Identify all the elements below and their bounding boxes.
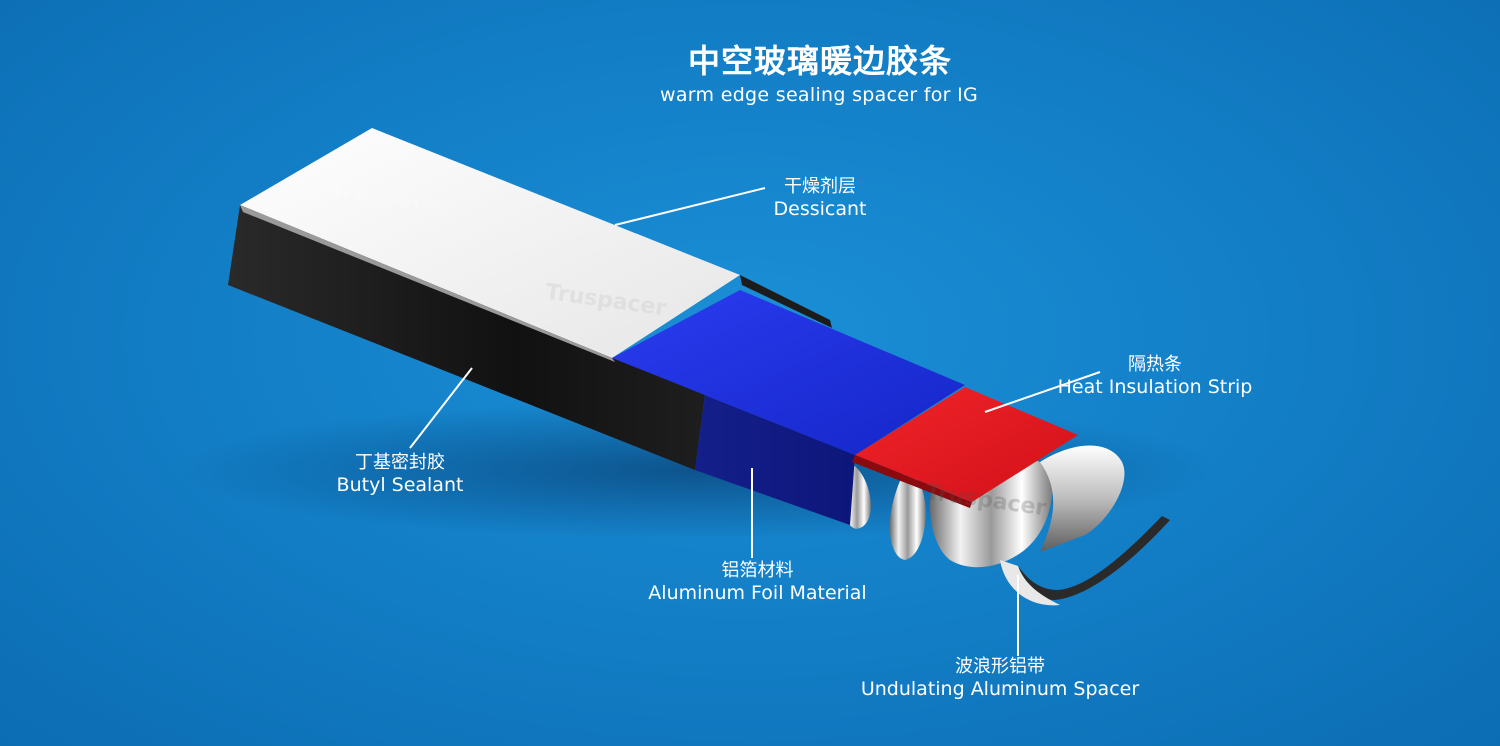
desiccant-leader-line xyxy=(614,187,766,226)
diagram-subtitle: warm edge sealing spacer for IG xyxy=(660,84,979,106)
label-butyl-sealant-en: Butyl Sealant xyxy=(336,473,464,496)
heat-insulation-leader-line xyxy=(984,371,1101,413)
label-desiccant-cn: 干燥剂层 xyxy=(784,176,856,197)
label-butyl-sealant: 丁基密封胶 Butyl Sealant xyxy=(310,452,490,496)
label-heat-insulation-en: Heat Insulation Strip xyxy=(1057,375,1253,398)
label-undulating-spacer: 波浪形铝带 Undulating Aluminum Spacer xyxy=(830,656,1170,700)
label-heat-insulation: 隔热条 Heat Insulation Strip xyxy=(1040,354,1270,398)
butyl-sealant-side xyxy=(228,205,705,470)
butyl-leader-line xyxy=(409,367,473,449)
label-desiccant-en: Dessicant xyxy=(773,197,867,220)
heat-insulation-strip xyxy=(855,387,1078,502)
label-aluminum-foil-cn: 铝箔材料 xyxy=(721,560,794,581)
label-butyl-sealant-cn: 丁基密封胶 xyxy=(355,452,445,473)
aluminum-foil-top xyxy=(612,290,965,455)
label-aluminum-foil-en: Aluminum Foil Material xyxy=(648,581,867,604)
label-desiccant: 干燥剂层 Dessicant xyxy=(745,176,895,220)
diagram-title: 中空玻璃暖边胶条 xyxy=(687,42,952,80)
label-aluminum-foil: 铝箔材料 Aluminum Foil Material xyxy=(625,560,890,604)
desiccant-layer xyxy=(240,128,740,358)
label-undulating-spacer-en: Undulating Aluminum Spacer xyxy=(860,677,1140,700)
label-heat-insulation-cn: 隔热条 xyxy=(1128,354,1182,375)
label-undulating-spacer-cn: 波浪形铝带 xyxy=(955,656,1045,677)
aluminum-foil-side xyxy=(695,395,855,525)
